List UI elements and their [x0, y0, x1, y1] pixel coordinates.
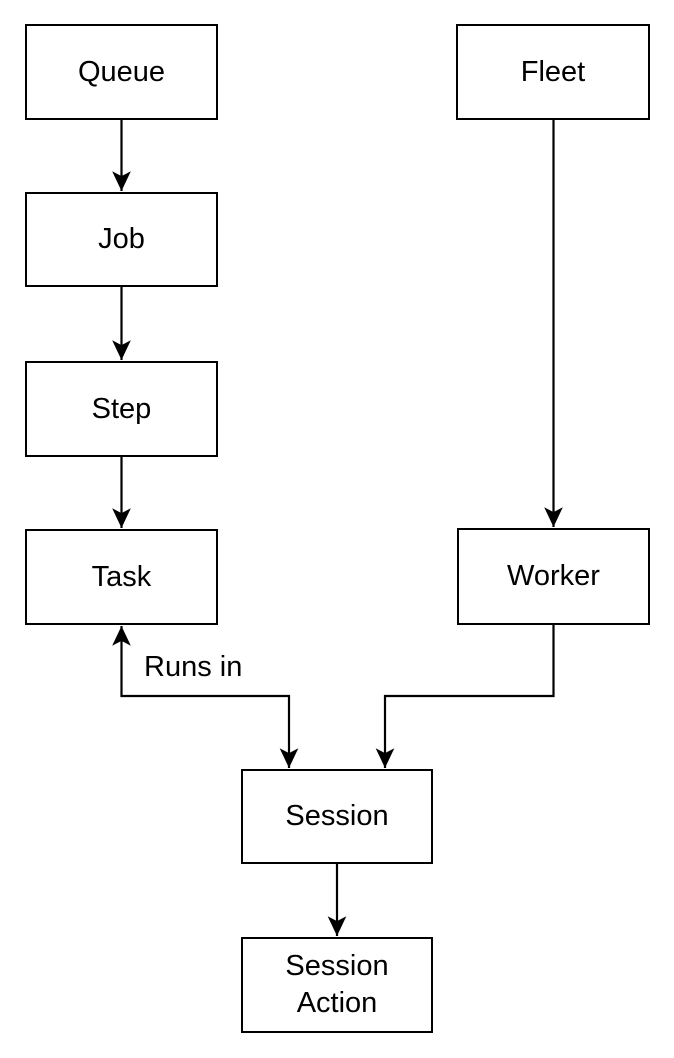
node-session-label: Session: [285, 800, 389, 833]
node-queue: Queue: [25, 24, 218, 120]
node-task-label: Task: [91, 560, 152, 593]
node-job: Job: [25, 192, 218, 287]
node-job-label: Job: [98, 223, 145, 256]
node-task: Task: [25, 529, 218, 625]
edge-session-task-runs-in: [112, 626, 299, 768]
node-step-label: Step: [91, 392, 152, 425]
node-step: Step: [25, 361, 218, 457]
node-worker-label: Worker: [507, 560, 600, 593]
node-worker: Worker: [457, 528, 650, 625]
node-queue-label: Queue: [77, 55, 166, 88]
node-fleet: Fleet: [456, 24, 650, 120]
node-session-action-label: Session Action: [285, 950, 389, 1019]
edge-label-runs-in: Runs in: [144, 651, 243, 683]
node-fleet-label: Fleet: [520, 55, 586, 88]
edge-worker-session: [375, 625, 555, 768]
node-session: Session: [241, 769, 433, 864]
node-session-action: Session Action: [241, 937, 433, 1033]
